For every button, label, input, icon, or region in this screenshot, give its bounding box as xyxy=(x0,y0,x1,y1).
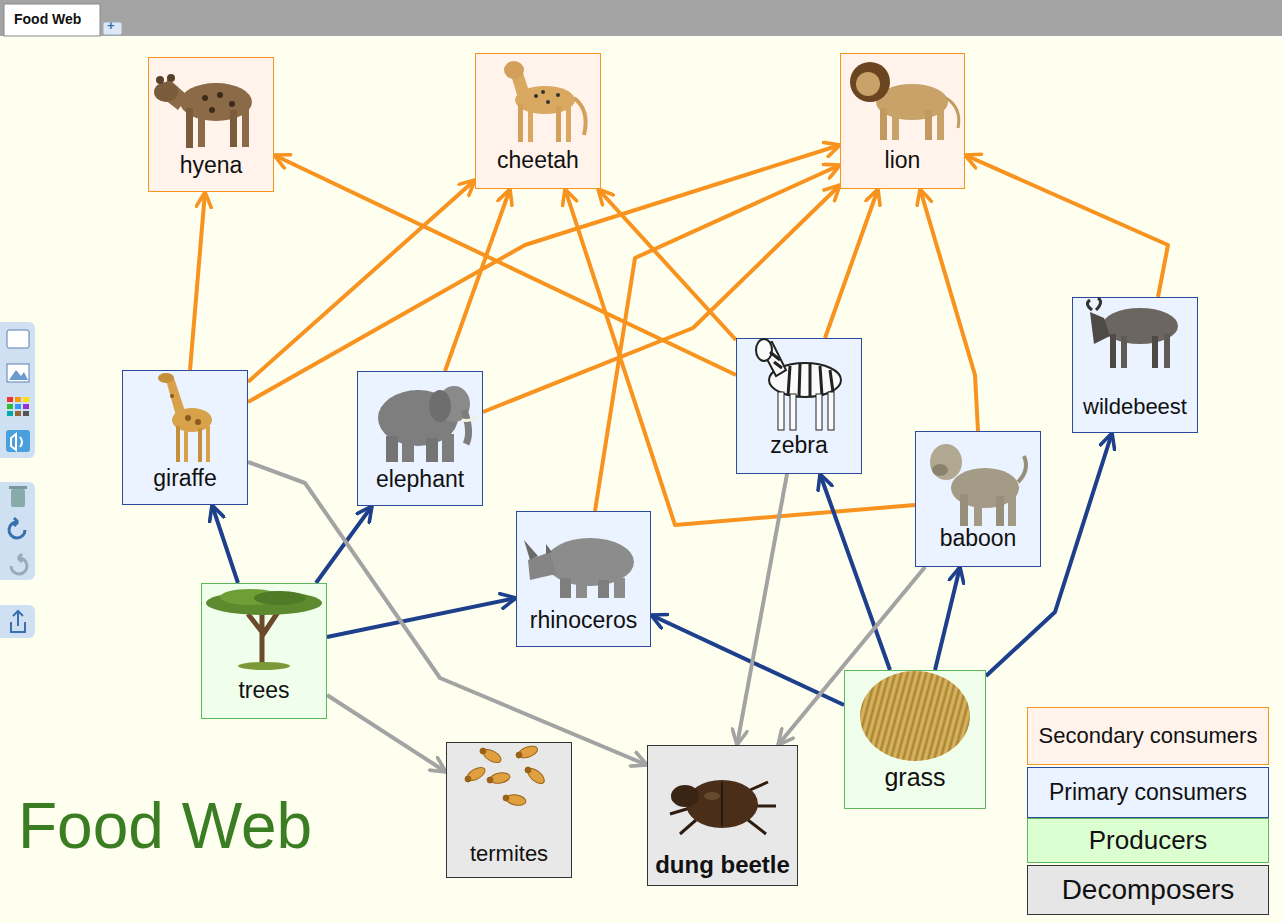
rhinoceros-picture xyxy=(524,538,634,598)
toolbar xyxy=(0,322,35,638)
node-label: zebra xyxy=(770,432,828,459)
legend-label: Decomposers xyxy=(1062,874,1235,906)
food-web-node: lion xyxy=(840,53,965,189)
food-web-arrow xyxy=(820,474,890,670)
food-web-node: baboon xyxy=(915,431,1041,567)
add-tab-symbol: + xyxy=(107,19,115,32)
node-label: hyena xyxy=(180,152,243,179)
food-web-node: grass xyxy=(844,670,986,809)
food-web-node: hyena xyxy=(148,57,274,192)
zebra-picture xyxy=(756,339,841,430)
legend-label: Producers xyxy=(1089,825,1208,856)
food-web-arrow xyxy=(248,180,475,382)
food-web-arrow xyxy=(920,189,978,431)
legend-label: Secondary consumers xyxy=(1039,723,1258,749)
lion-picture xyxy=(850,62,959,140)
food-web-node: giraffe xyxy=(122,370,248,505)
legend-swatch: Decomposers xyxy=(1027,865,1269,915)
food-web-arrow xyxy=(935,567,960,670)
wildebeest-picture xyxy=(1087,298,1178,368)
legend-swatch: Producers xyxy=(1027,818,1269,863)
elephant-picture xyxy=(378,386,476,462)
food-web-arrow xyxy=(190,192,205,370)
node-label: dung beetle xyxy=(655,851,790,879)
grass-picture xyxy=(860,671,970,761)
food-web-node: cheetah xyxy=(475,53,601,189)
giraffe-picture xyxy=(158,373,212,462)
node-label: trees xyxy=(238,677,289,704)
baboon-picture xyxy=(930,444,1026,526)
hyena-picture xyxy=(154,74,252,148)
food-web-node: elephant xyxy=(357,371,483,506)
termites-picture xyxy=(465,744,547,807)
food-web-arrow xyxy=(316,506,372,583)
food-web-arrow xyxy=(445,189,510,371)
food-web-arrow xyxy=(598,189,736,340)
legend-swatch: Secondary consumers xyxy=(1027,707,1269,765)
dung-beetle-picture xyxy=(670,780,776,834)
food-web-arrow xyxy=(327,695,446,772)
node-label: termites xyxy=(470,841,548,867)
food-web-node: trees xyxy=(201,583,327,719)
food-web-node: zebra xyxy=(736,338,862,474)
node-label: rhinoceros xyxy=(530,607,637,634)
tree-picture xyxy=(206,589,322,670)
legend-label: Primary consumers xyxy=(1049,779,1247,806)
node-label: giraffe xyxy=(153,465,217,492)
food-web-node: rhinoceros xyxy=(516,511,651,647)
food-web-node: wildebeest xyxy=(1072,297,1198,433)
node-label: grass xyxy=(884,763,945,792)
cheetah-picture xyxy=(504,61,586,142)
node-label: wildebeest xyxy=(1083,394,1187,420)
food-web-arrow xyxy=(565,189,915,525)
food-web-arrow xyxy=(651,615,844,705)
legend-swatch: Primary consumers xyxy=(1027,767,1269,818)
tab-label: Food Web xyxy=(14,12,81,26)
tab xyxy=(4,4,100,36)
food-web-node: dung beetle xyxy=(647,745,798,886)
node-label: baboon xyxy=(940,525,1017,552)
food-web-arrow xyxy=(737,474,787,745)
food-web-arrow xyxy=(212,505,238,583)
food-web-arrow xyxy=(965,155,1168,297)
node-label: cheetah xyxy=(497,147,579,174)
node-label: lion xyxy=(885,147,921,174)
food-web-arrow xyxy=(327,598,516,637)
tab-bar xyxy=(0,0,1282,36)
food-web-node: termites xyxy=(446,742,572,878)
node-label: elephant xyxy=(376,466,464,493)
diagram-title: Food Web xyxy=(18,790,312,864)
food-web-arrow xyxy=(825,189,878,338)
